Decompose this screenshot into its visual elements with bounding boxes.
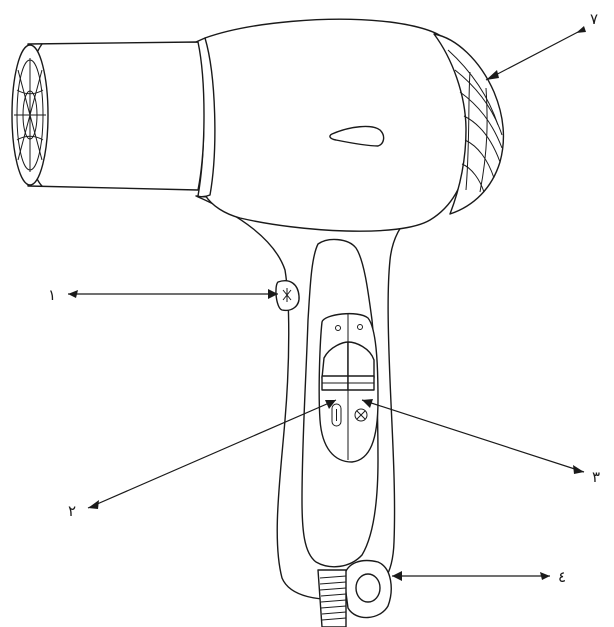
handle-grip-panel bbox=[301, 238, 379, 568]
cool-shot-button bbox=[275, 280, 300, 312]
callout-4-label: ٤ bbox=[558, 568, 566, 586]
callout-3-arrowhead bbox=[362, 399, 373, 408]
callout-2-tail bbox=[88, 500, 99, 509]
snowflake-icon bbox=[282, 288, 292, 302]
callout-3-label: ٣ bbox=[592, 468, 600, 486]
callout-3-tail bbox=[573, 465, 584, 474]
callout-2-arrowhead bbox=[325, 400, 336, 409]
fan-icon bbox=[354, 408, 368, 422]
dryer-body bbox=[204, 18, 469, 232]
callout-1-tail bbox=[68, 290, 78, 298]
callout-7-tail bbox=[576, 26, 586, 33]
callout-1: ١ bbox=[48, 286, 278, 304]
hair-dryer bbox=[11, 18, 505, 627]
hanging-loop bbox=[343, 559, 392, 619]
callout-3: ٣ bbox=[361, 399, 600, 486]
switch-panel bbox=[318, 312, 379, 463]
callout-1-label: ١ bbox=[48, 286, 56, 304]
callout-1-arrowhead bbox=[268, 289, 278, 299]
power-cord bbox=[317, 569, 347, 627]
callout-4: ٤ bbox=[392, 568, 566, 586]
callout-4-arrowhead bbox=[392, 571, 402, 581]
nozzle-barrel bbox=[27, 41, 205, 191]
callout-7-arrowhead bbox=[486, 70, 499, 80]
callout-7: ٧ bbox=[485, 10, 598, 81]
nozzle-grille bbox=[14, 58, 46, 172]
callout-2-label: ٢ bbox=[68, 502, 76, 520]
callout-4-tail bbox=[540, 572, 550, 580]
heat-icon bbox=[331, 403, 342, 427]
intake-grille bbox=[447, 49, 503, 193]
callout-7-label: ٧ bbox=[590, 10, 598, 28]
callout-2: ٢ bbox=[68, 399, 337, 520]
logo-badge bbox=[329, 125, 385, 147]
